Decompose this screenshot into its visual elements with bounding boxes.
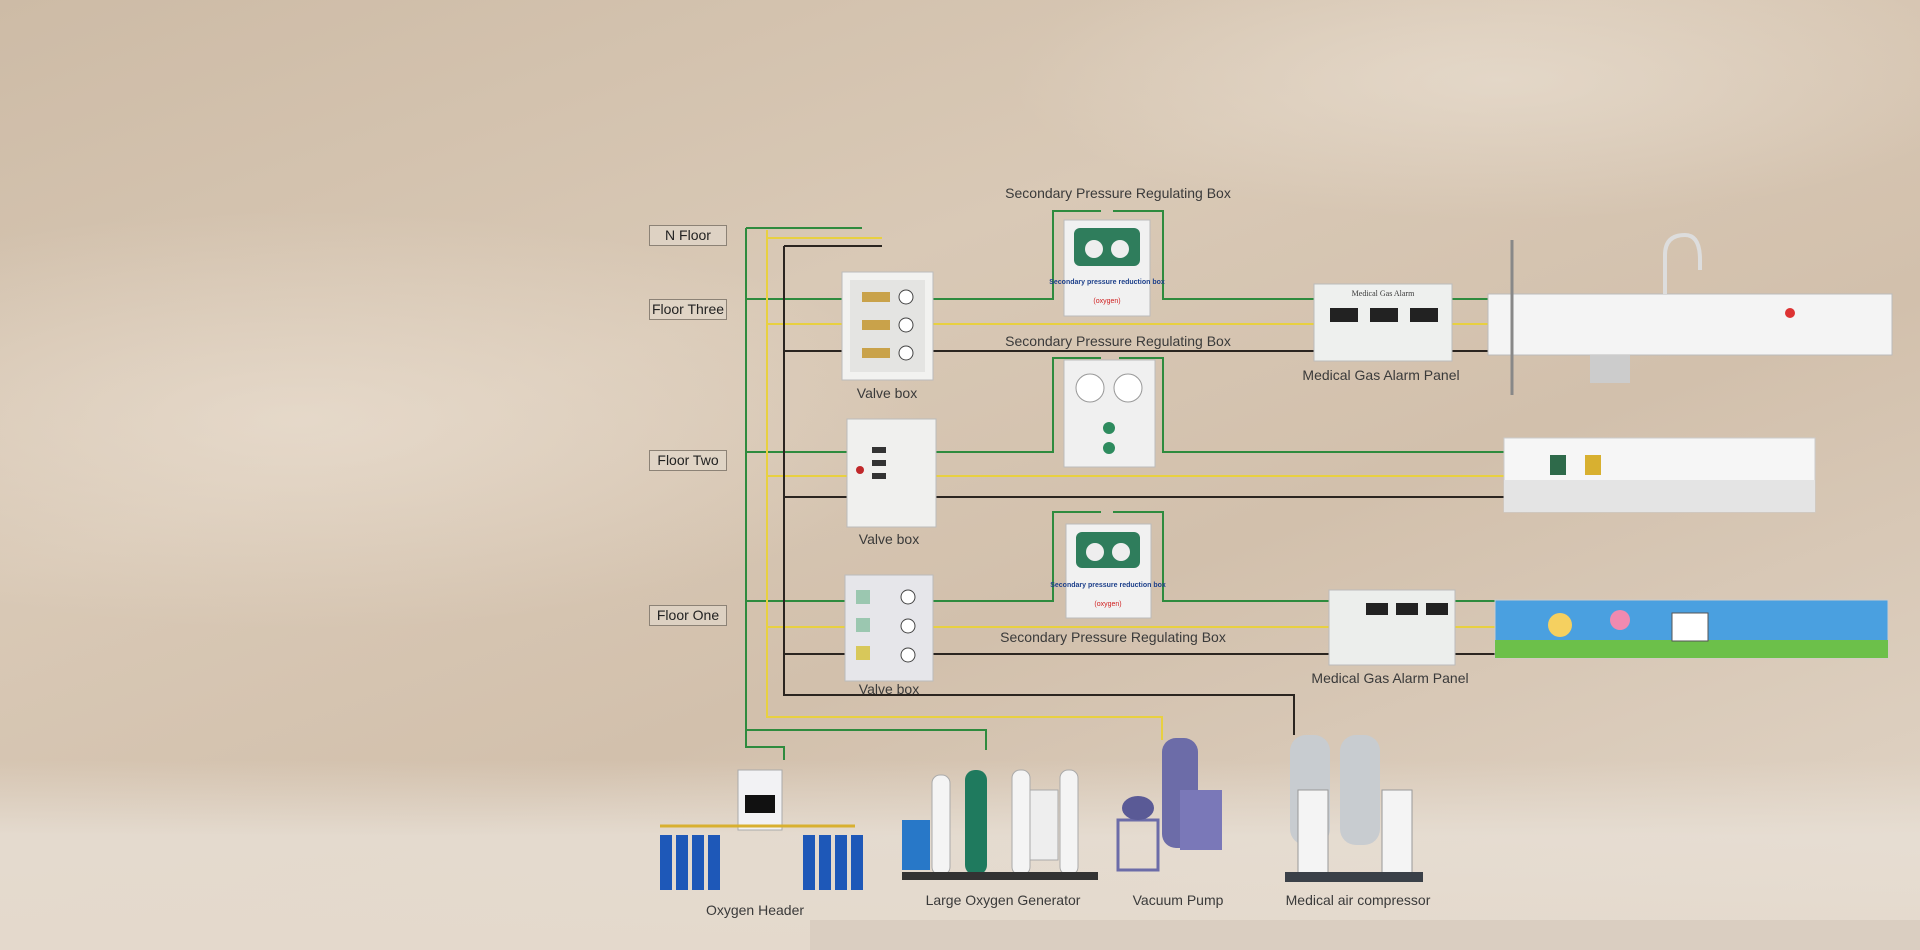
floor-label-n: N Floor xyxy=(649,225,727,246)
floor-label-three: Floor Three xyxy=(649,299,727,320)
bed-head-unit-floor-two xyxy=(1503,437,1816,513)
valve-box-floor-two xyxy=(846,418,937,528)
alarm-panel-label-2: Medical Gas Alarm Panel xyxy=(1311,670,1469,686)
valve-box-floor-one xyxy=(844,574,934,682)
floor-step xyxy=(810,920,1920,950)
secondary-box-3 xyxy=(1065,523,1152,619)
box-face-title-3: Secondary pressure reduction box xyxy=(1050,582,1166,589)
box-face-title-1: Secondary pressure reduction box xyxy=(1049,279,1165,286)
box-face-gas-1: (oxygen) xyxy=(1093,298,1121,305)
alarm-panel-1 xyxy=(1313,283,1453,362)
medical-air-compressor xyxy=(1285,735,1423,882)
secondary-box-1 xyxy=(1063,219,1151,317)
alarm-face-title: Medical Gas Alarm xyxy=(1351,289,1415,298)
floor-background xyxy=(0,760,1920,950)
bed-head-unit-floor-one xyxy=(1494,599,1889,659)
alarm-panel-label-1: Medical Gas Alarm Panel xyxy=(1302,367,1460,383)
large-oxygen-generator xyxy=(902,769,1098,880)
vacuum-pump xyxy=(1116,738,1222,872)
secondary-box-label-3: Secondary Pressure Regulating Box xyxy=(1000,629,1226,645)
alarm-panel-2 xyxy=(1328,589,1456,666)
valve-box-floor-three xyxy=(841,271,934,381)
valve-box-label-1: Valve box xyxy=(858,681,920,697)
oxygen-header xyxy=(660,769,863,890)
valve-box-label-3: Valve box xyxy=(856,385,918,401)
equipment-label-oxygen-generator: Large Oxygen Generator xyxy=(925,892,1081,908)
air-riser xyxy=(783,245,1295,735)
equipment-label-oxygen-header: Oxygen Header xyxy=(705,902,805,918)
floor-label-two: Floor Two xyxy=(649,450,727,471)
vacuum-riser xyxy=(766,230,1163,740)
bed-head-unit-floor-three xyxy=(1487,232,1893,395)
equipment-label-vacuum-pump: Vacuum Pump xyxy=(1132,892,1224,908)
floor-label-one: Floor One xyxy=(649,605,727,626)
secondary-box-label-1: Secondary Pressure Regulating Box xyxy=(1005,185,1231,201)
oxygen-riser xyxy=(745,227,987,760)
equipment-label-air-compressor: Medical air compressor xyxy=(1285,892,1431,908)
secondary-box-2 xyxy=(1063,359,1156,468)
secondary-box-label-2: Secondary Pressure Regulating Box xyxy=(1005,333,1231,349)
box-face-gas-3: (oxygen) xyxy=(1094,601,1122,608)
valve-box-label-2: Valve box xyxy=(858,531,920,547)
